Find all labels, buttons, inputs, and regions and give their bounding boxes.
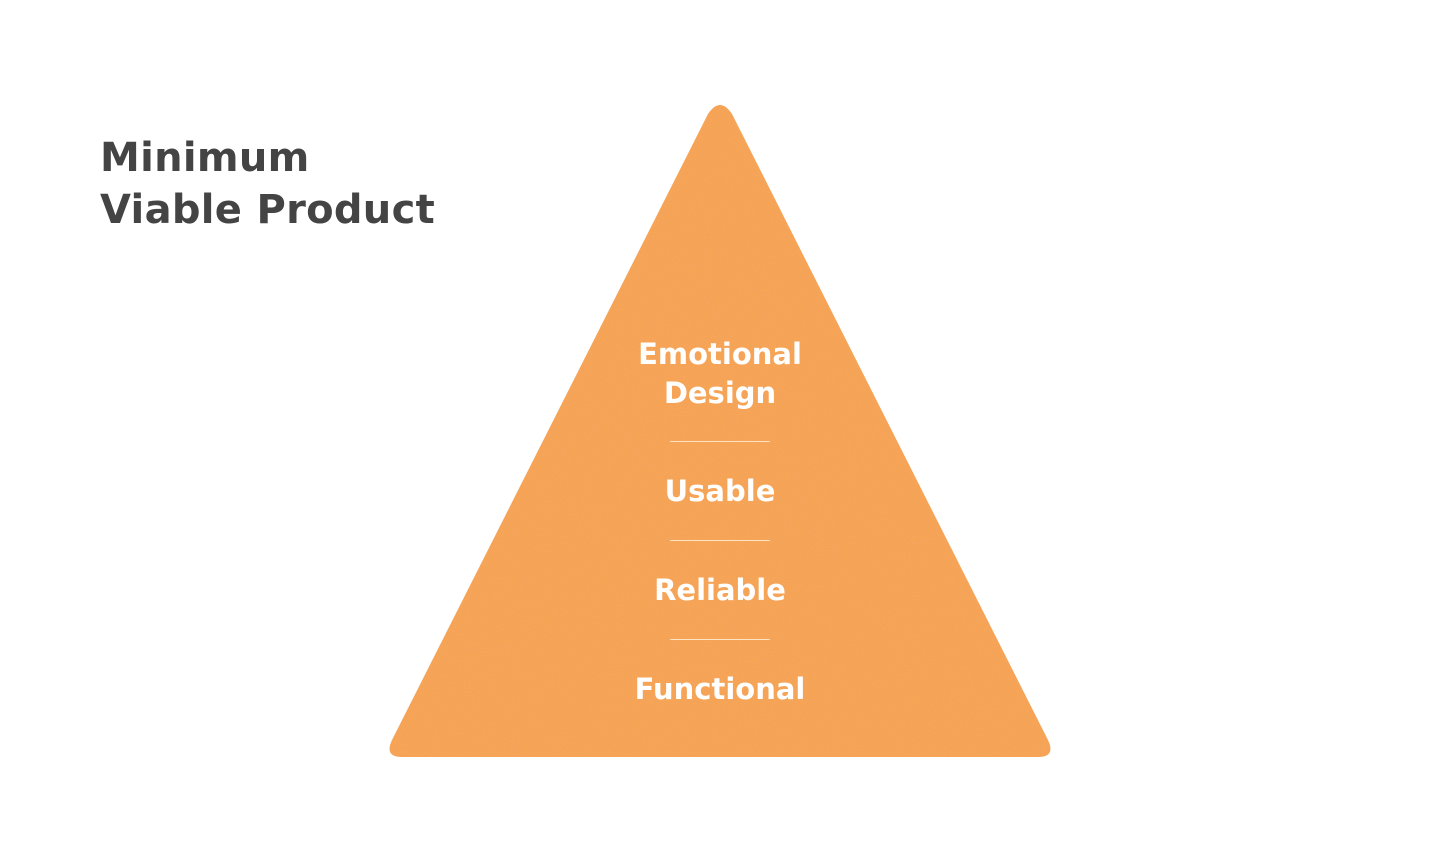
level-divider: [670, 639, 770, 640]
level-divider: [670, 540, 770, 541]
level-usable: Usable: [664, 474, 776, 508]
title-line-2: Viable Product: [100, 187, 436, 233]
level-reliable: Reliable: [654, 573, 786, 607]
level-label: Design: [663, 376, 777, 410]
title-line-1: Minimum: [100, 135, 310, 181]
level-label: Emotional: [638, 337, 802, 371]
diagram-title: Minimum Viable Product: [100, 132, 435, 236]
level-functional: Functional: [634, 672, 806, 706]
level-divider: [670, 441, 770, 442]
level-emotional-design: Emotional Design: [570, 335, 870, 413]
